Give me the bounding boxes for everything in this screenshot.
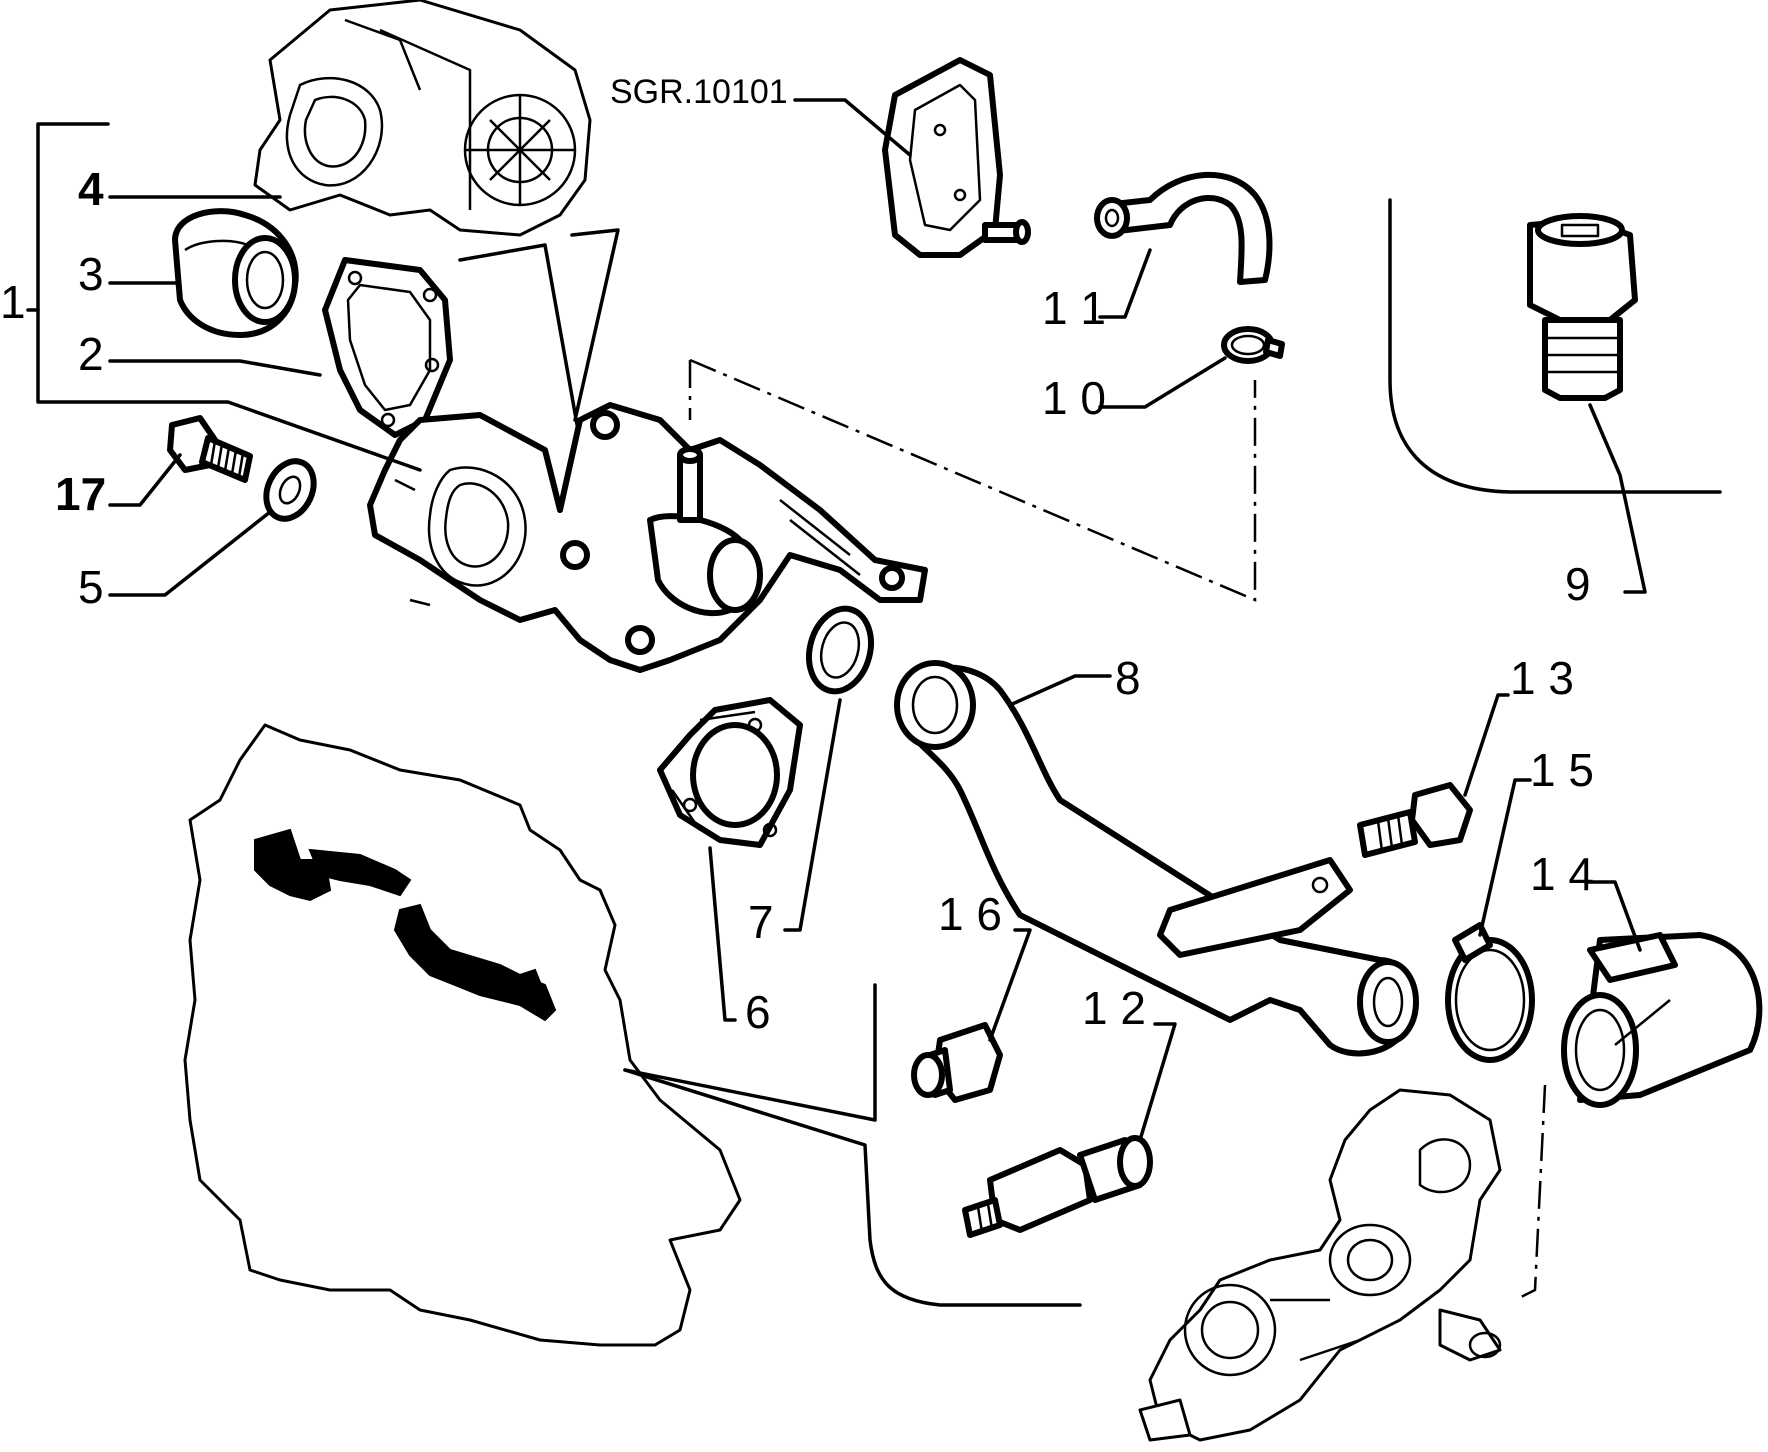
center-lines [688, 358, 1547, 1302]
callout-labels: SGR.10101 1 2 3 4 5 6 7 8 9 1 0 1 1 1 2 … [0, 73, 1594, 1038]
part-11-bent-hose [1094, 172, 1273, 285]
sgr-10101-cover-plate [882, 57, 1031, 258]
part-1-thermostat-housing [367, 402, 928, 673]
callout-16: 1 6 [938, 888, 1002, 940]
engine-block-silhouette [183, 723, 742, 1347]
part-8-coolant-pipe [894, 660, 1419, 1057]
part-10-clamp [1221, 326, 1285, 364]
part-13-bolt [1357, 782, 1473, 858]
callout-8: 8 [1115, 652, 1141, 704]
part-17-bolt [167, 415, 253, 483]
thermostat-assembly-silhouette [1138, 1088, 1502, 1442]
callout-14: 1 4 [1530, 848, 1594, 900]
part-4-pump-housing [253, 0, 592, 237]
part-12-fitting [962, 1135, 1153, 1238]
part-5-washer [263, 458, 317, 522]
callout-6: 6 [745, 986, 771, 1038]
part-16-plug [911, 1022, 1003, 1103]
callout-11: 1 1 [1042, 282, 1106, 334]
callout-13: 1 3 [1510, 652, 1574, 704]
part-3-thermostat-cap [172, 208, 299, 338]
callout-12: 1 2 [1082, 982, 1146, 1034]
leader-lines [26, 98, 1722, 1307]
part-9-temperature-sender [1527, 213, 1638, 401]
callout-17: 17 [55, 468, 106, 520]
callout-15: 1 5 [1530, 744, 1594, 796]
part-14-rubber-hose [1561, 932, 1763, 1108]
part-6-flange-gasket [657, 697, 803, 848]
part-2-gasket [322, 257, 453, 438]
part-7-o-ring [806, 605, 874, 695]
part-15-hose-clamp [1445, 922, 1535, 1063]
callout-1: 1 [0, 276, 26, 328]
callout-9: 9 [1565, 558, 1591, 610]
callout-3: 3 [78, 248, 104, 300]
callout-7: 7 [748, 896, 774, 948]
callout-5: 5 [78, 561, 104, 613]
callout-10: 1 0 [1042, 372, 1106, 424]
callout-4: 4 [78, 163, 104, 215]
callout-2: 2 [78, 328, 104, 380]
sgr-reference-label: SGR.10101 [610, 73, 788, 111]
